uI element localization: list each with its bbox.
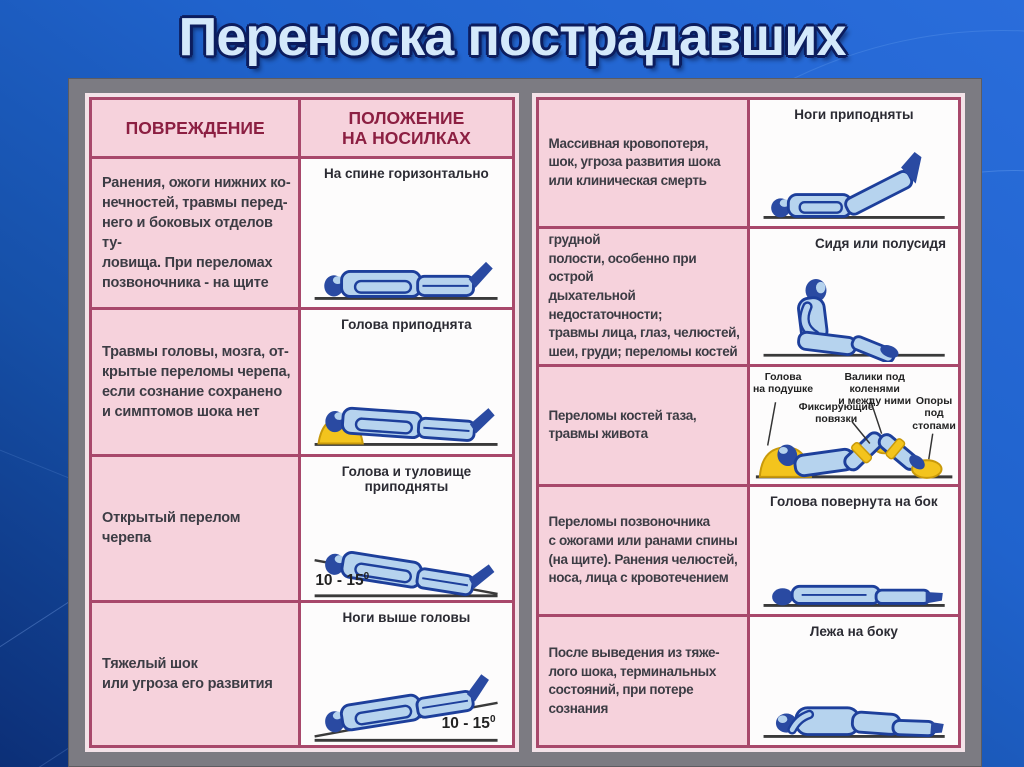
position-caption: Голова повернута на бок	[770, 493, 938, 509]
injury-cell: Тяжелый шок или угроза его развития	[92, 603, 299, 745]
figure-lying-on-back-flat	[314, 261, 498, 300]
annotation-head-on-pillow: Голова на подушке	[752, 370, 814, 395]
position-caption: Сидя или полусидя	[814, 235, 946, 251]
injury-cell: Повреждение органов грудной полости, осо…	[538, 228, 747, 365]
injury-cell: Ранения, ожоги нижних ко- нечностей, тра…	[92, 159, 299, 307]
injury-cell: После выведения из тяже- лого шока, терм…	[538, 617, 747, 745]
position-cell: Голова приподнята	[301, 309, 512, 454]
annotation-foot-supports: Опоры под стопами	[912, 395, 956, 432]
injury-cell: Открытый перелом черепа	[92, 456, 299, 601]
position-caption: На спине горизонтально	[324, 166, 489, 182]
position-cell: Голова и туловище приподняты	[301, 456, 512, 601]
angle-label: 10 - 150	[315, 571, 370, 590]
position-cell: Лежа на боку	[749, 617, 958, 745]
injury-cell: Переломы костей таза, травмы живота	[538, 367, 747, 484]
position-caption: Лежа на боку	[809, 624, 898, 640]
table-left-panel: ПОВРЕЖДЕНИЕ ПОЛОЖЕНИЕ НА НОСИЛКАХ Ранени…	[85, 93, 519, 752]
position-cell: Ноги приподняты	[749, 100, 958, 226]
figure-head-and-torso-raised-incline	[314, 550, 499, 597]
position-cell: Сидя или полусидя	[749, 228, 958, 365]
header-position: ПОЛОЖЕНИЕ НА НОСИЛКАХ	[301, 100, 512, 157]
position-cell: Ноги выше головы	[301, 603, 512, 745]
header-injury: ПОВРЕЖДЕНИЕ	[92, 100, 299, 157]
table-right-panel: Массивная кровопотеря, шок, угроза разви…	[531, 93, 965, 752]
figure-sitting-or-half-sitting	[763, 279, 945, 363]
figure-head-raised-on-pillow	[314, 407, 498, 447]
table-left: ПОВРЕЖДЕНИЕ ПОЛОЖЕНИЕ НА НОСИЛКАХ Ранени…	[89, 97, 515, 748]
figure-lying-on-side	[763, 706, 945, 738]
figure-prone-head-turned	[763, 585, 945, 608]
injury-cell: Травмы головы, мозга, от- крытые перелом…	[92, 309, 299, 454]
position-cell: Голова на подушке Валики под коленями и …	[749, 367, 958, 484]
slide-title: Переноска пострадавших	[178, 7, 847, 67]
figure-feet-above-head-incline	[314, 673, 499, 742]
position-cell: Голова повернута на бок	[749, 486, 958, 615]
injury-cell: Переломы позвоночника с ожогами или рана…	[538, 486, 747, 615]
position-caption: Ноги приподняты	[794, 107, 914, 122]
injury-cell: Массивная кровопотеря, шок, угроза разви…	[538, 100, 747, 226]
annotation-fixing-straps: Фиксирующие повязки	[798, 400, 874, 426]
position-caption: Голова приподнята	[341, 316, 472, 332]
poster-frame: ПОВРЕЖДЕНИЕ ПОЛОЖЕНИЕ НА НОСИЛКАХ Ранени…	[68, 78, 982, 767]
table-right: Массивная кровопотеря, шок, угроза разви…	[535, 97, 961, 748]
position-caption: Ноги выше головы	[342, 610, 471, 626]
angle-label: 10 - 150	[441, 713, 496, 732]
annotation-knee-rolls: Валики под коленями и между ними	[838, 370, 912, 408]
position-cell: На спине горизонтально	[301, 159, 512, 307]
figure-pelvis-position-with-supports	[755, 398, 953, 479]
figure-legs-raised	[763, 151, 945, 219]
position-caption: Голова и туловище приподняты	[341, 463, 472, 495]
